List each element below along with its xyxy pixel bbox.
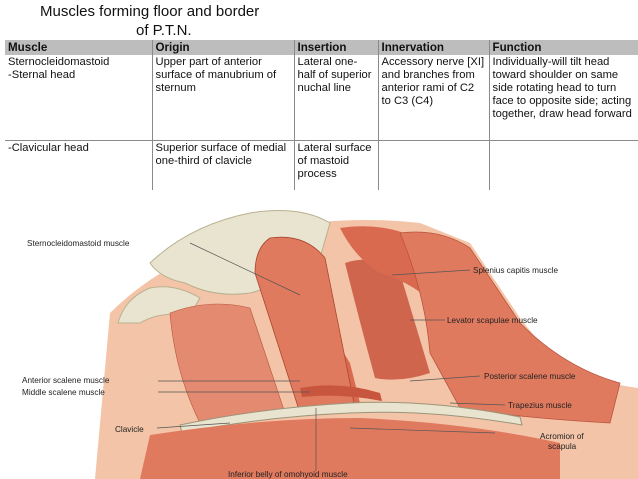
trapezius [399,231,621,424]
header-muscle: Muscle [5,40,152,55]
chest-muscle [140,418,560,479]
table-header-row: Muscle Origin Insertion Innervation Func… [5,40,638,55]
cell-innervation: Accessory nerve [XI] and branches from a… [377,55,489,141]
cell-function [488,140,638,190]
header-innervation: Innervation [377,40,489,55]
slide-title: Muscles forming floor and border of P.T.… [40,2,320,40]
levator-scapulae [345,259,430,380]
title-line-2: of P.T.N. [136,22,192,39]
label-posterior-scalene: Posterior scalene muscle [484,372,576,381]
label-levator-scapulae: Levator scapulae muscle [447,316,538,325]
cell-muscle: -Clavicular head [5,140,152,190]
label-splenius-capitis: Splenius capitis muscle [473,266,559,275]
label-acromion-line1: Acromion of [540,432,584,441]
cell-origin: Superior surface of medial one-third of … [151,140,294,190]
label-middle-scalene: Middle scalene muscle [22,388,105,397]
cell-muscle: Sternocleidomastoid -Sternal head [5,55,152,141]
neck-anatomy-figure: Sternocleidomastoid muscle Splenius capi… [22,210,638,479]
cell-insertion: Lateral surface of mastoid process [293,140,378,190]
label-trapezius: Trapezius muscle [508,401,572,410]
table-row: -Clavicular head Superior surface of med… [5,140,638,190]
label-sternocleidomastoid: Sternocleidomastoid muscle [27,239,130,248]
header-origin: Origin [151,40,294,55]
cell-insertion: Lateral one-half of superior nuchal line [293,55,378,141]
title-line-1: Muscles forming floor and border [40,3,260,20]
table-row: Sternocleidomastoid -Sternal head Upper … [5,55,638,141]
cell-innervation [377,140,489,190]
label-acromion-line2: scapula [548,442,577,451]
label-clavicle: Clavicle [115,425,144,434]
cell-function: Individually-will tilt head toward shoul… [488,55,638,141]
muscle-table: Muscle Origin Insertion Innervation Func… [5,40,638,190]
header-insertion: Insertion [293,40,378,55]
header-function: Function [488,40,638,55]
label-leader-lines [156,242,506,471]
label-omohyoid: Inferior belly of omohyoid muscle [228,470,348,479]
cell-origin: Upper part of anterior surface of manubr… [151,55,294,141]
label-anterior-scalene: Anterior scalene muscle [22,376,110,385]
clavicle-bone [179,401,523,434]
omohyoid-belly [300,385,382,401]
